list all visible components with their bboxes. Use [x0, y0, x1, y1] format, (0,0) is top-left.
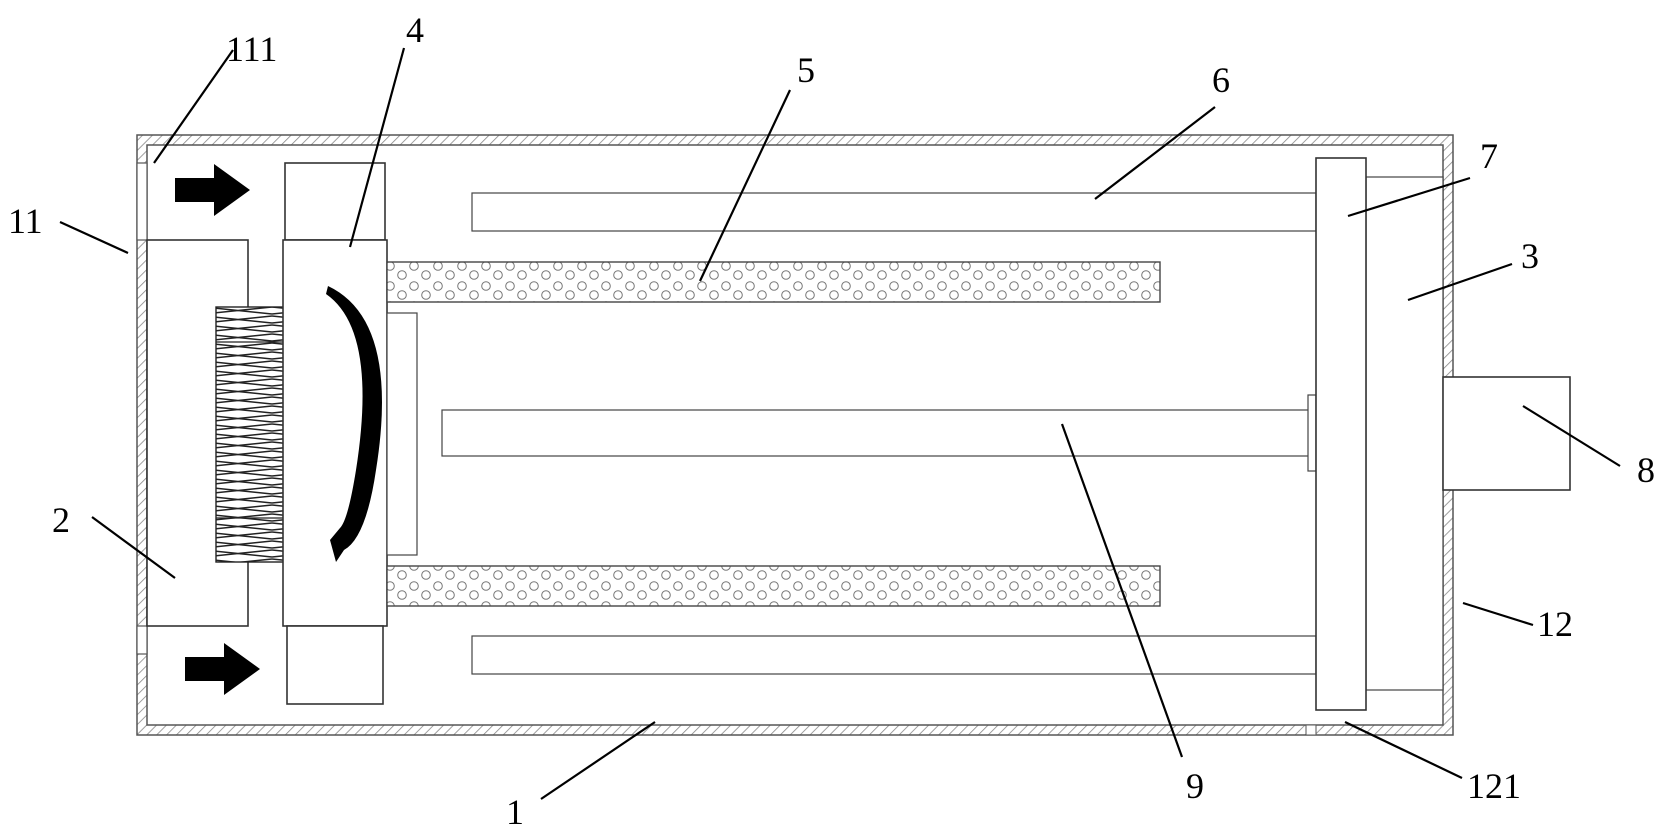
- label-12: 12: [1537, 604, 1573, 644]
- central-shaft: [441, 409, 1315, 457]
- label-5: 5: [797, 50, 815, 90]
- external-module: [1442, 376, 1571, 491]
- coil-spring: [215, 306, 285, 563]
- label-4: 4: [406, 10, 424, 50]
- hub-plate: [386, 312, 418, 556]
- airflow-arrow-top-icon: [175, 164, 250, 216]
- filter-bottom: [386, 565, 1161, 607]
- label-111: 111: [226, 29, 277, 69]
- outlet-gap: [1305, 724, 1317, 736]
- label-3: 3: [1521, 236, 1539, 276]
- label-2: 2: [52, 500, 70, 540]
- fan: [282, 162, 388, 705]
- label-11: 11: [8, 201, 43, 241]
- guide-rod-bottom: [471, 635, 1317, 675]
- label-8: 8: [1637, 450, 1655, 490]
- label-1: 1: [506, 792, 524, 832]
- label-121: 121: [1467, 766, 1521, 806]
- inlet-opening-top: [136, 162, 148, 241]
- shaft-flange: [1307, 394, 1317, 472]
- mounting-plate: [1315, 157, 1367, 711]
- rotation-arrow-icon: [326, 286, 382, 562]
- airflow-arrow-bottom-icon: [185, 643, 260, 695]
- guide-rod-top: [471, 192, 1317, 232]
- label-9: 9: [1186, 766, 1204, 806]
- end-chamber: [1365, 176, 1444, 691]
- label-7: 7: [1480, 136, 1498, 176]
- filter-top: [386, 261, 1161, 303]
- inlet-opening-bottom: [136, 625, 148, 655]
- leader-lines: [59, 47, 1621, 800]
- label-6: 6: [1212, 60, 1230, 100]
